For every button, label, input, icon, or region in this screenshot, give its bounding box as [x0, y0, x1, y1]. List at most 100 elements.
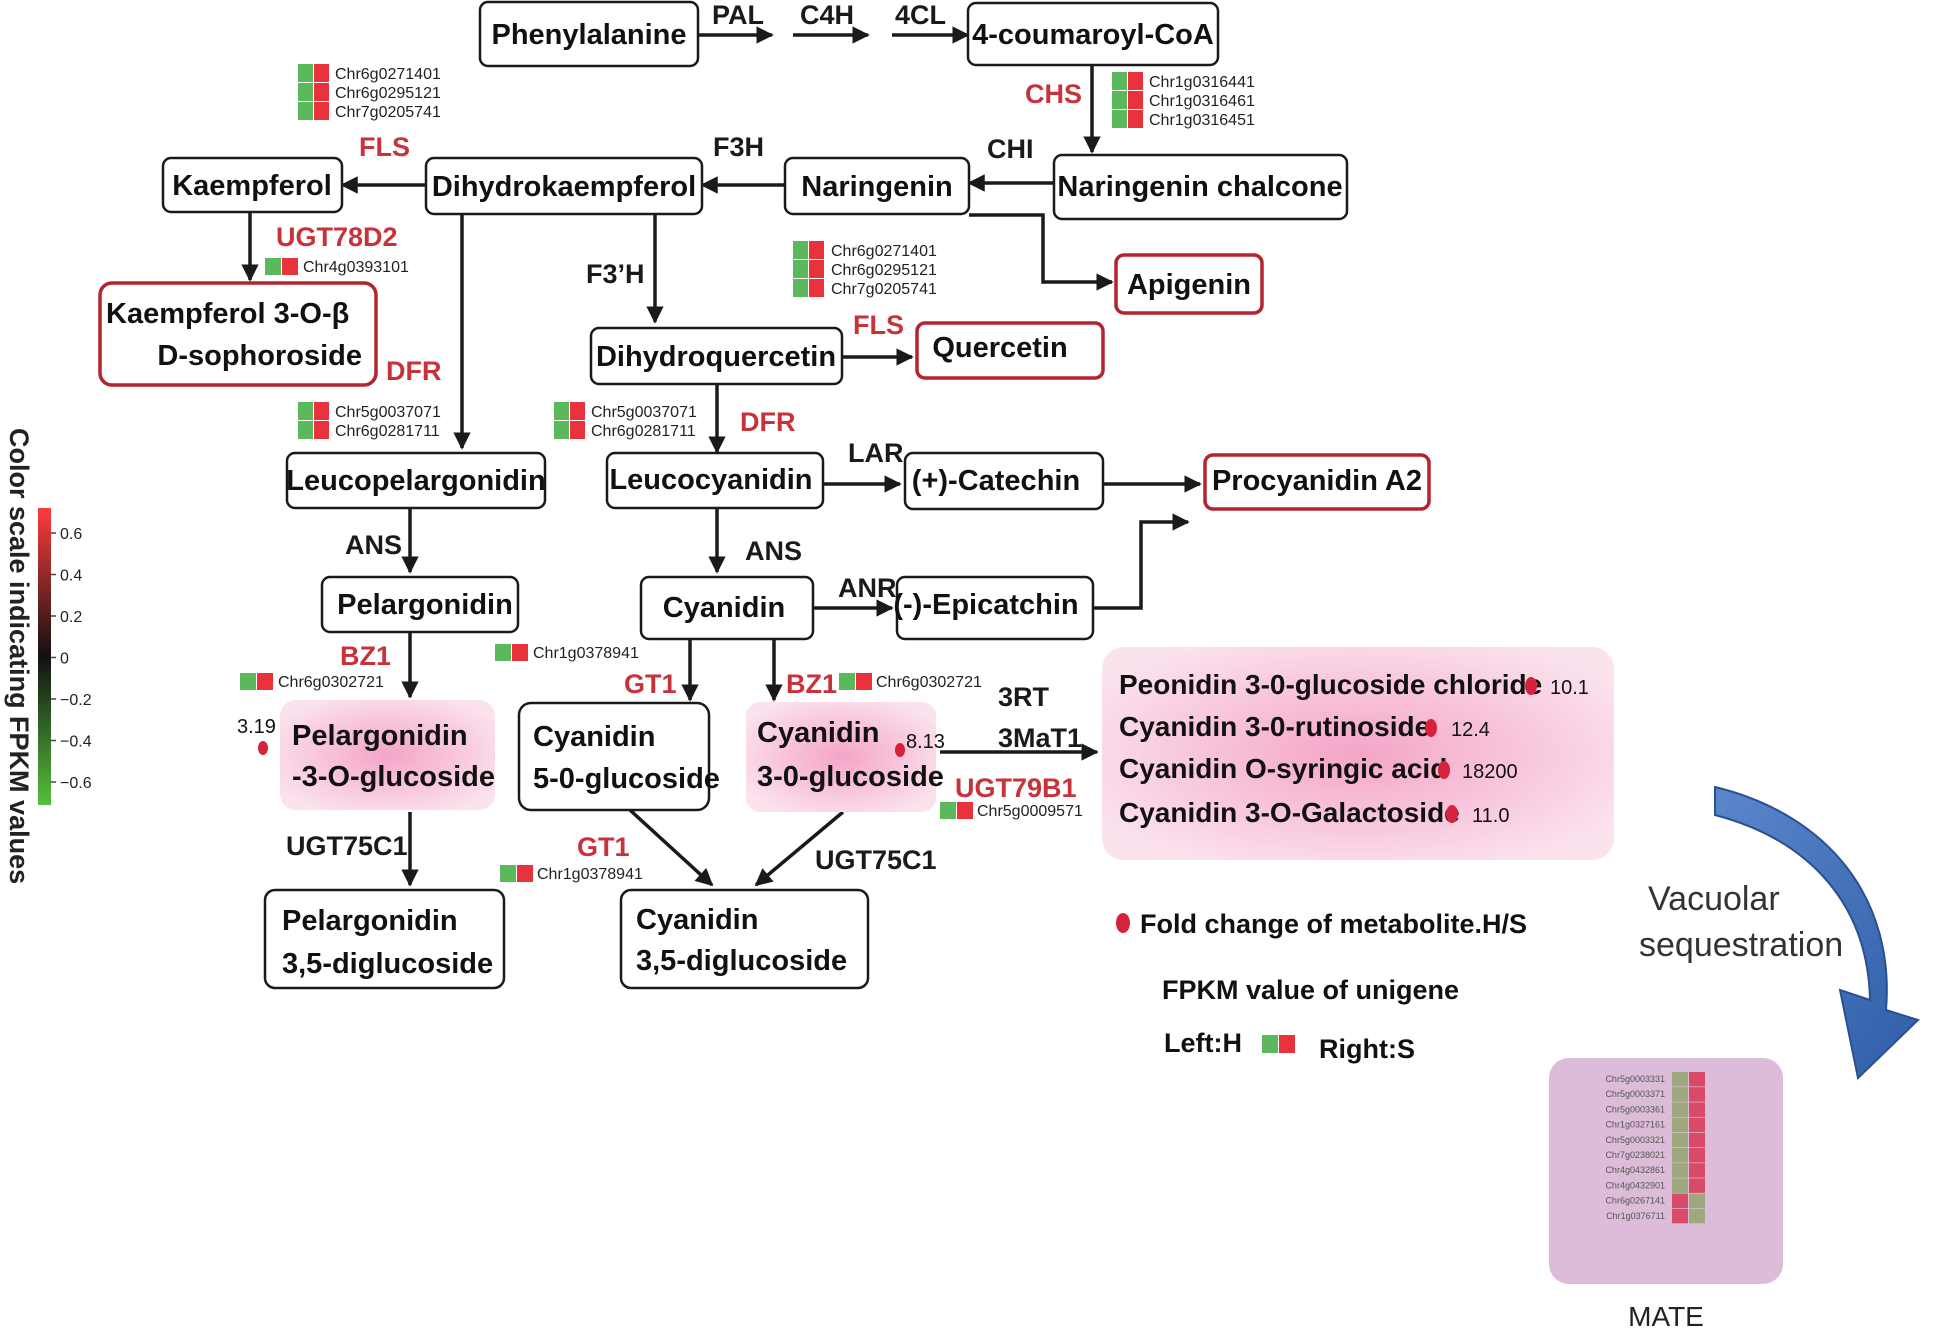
mate-cell-s [1689, 1208, 1705, 1224]
mate-gene-id: Chr7g0238021 [1605, 1150, 1665, 1160]
node-kaempferol-box [161, 156, 344, 214]
color-scale: Color scale indicating FPKM values 0.60.… [4, 428, 92, 884]
mate-cell-s [1689, 1087, 1705, 1102]
metabolite-fold-dot [1525, 677, 1537, 695]
node-catechin-box [903, 451, 1105, 511]
node-cy5og-box [517, 701, 711, 812]
enzyme-fls-mid: FLS [853, 310, 904, 340]
fpkm-cell-s [1128, 91, 1143, 109]
fpkm-cell-h [298, 64, 313, 82]
metabolite-fold-dot [1438, 761, 1450, 779]
gene-block-bz1-a: Chr6g0302721 [240, 673, 384, 691]
mate-cell-h [1672, 1148, 1688, 1163]
fpkm-cell-h [793, 241, 808, 259]
enzyme-ans-left: ANS [345, 530, 402, 560]
node-cy5og-line1: Cyanidin [533, 721, 655, 753]
enzyme-bz1-left: BZ1 [340, 641, 391, 671]
node-naringenin: Naringenin [801, 171, 952, 203]
mate-cell-h [1672, 1102, 1688, 1117]
metabolite-fold-value: 11.0 [1472, 805, 1509, 827]
gene-id: Chr1g0378941 [537, 866, 643, 883]
enzyme-c4h: C4H [800, 0, 854, 30]
mate-cell-s [1689, 1148, 1705, 1163]
mate-cell-s [1689, 1117, 1705, 1133]
gene-id: Chr6g0295121 [335, 85, 441, 102]
gene-id: Chr1g0316461 [1149, 93, 1255, 110]
fpkm-cell-s [570, 402, 585, 420]
mate-gene-id: Chr5g0003321 [1605, 1135, 1665, 1145]
mate-gene-id: Chr1g0376711 [1606, 1211, 1665, 1221]
color-scale-tick-label: −0.2 [60, 692, 92, 709]
mate-cell-h [1672, 1072, 1688, 1087]
node-coumaroyl: 4-coumaroyl-CoA [972, 19, 1214, 51]
node-cyanidin: Cyanidin [663, 592, 785, 624]
enzyme-ugt79b1: UGT79B1 [955, 773, 1077, 803]
mate-cell-s [1689, 1163, 1705, 1178]
edges [241, 26, 1202, 887]
fpkm-cell-h [793, 279, 808, 297]
gene-block-ugt79b1: Chr5g0009571 [940, 802, 1083, 820]
gene-id: Chr1g0378941 [533, 645, 639, 662]
vacuolar-line1: Vacuolar [1648, 880, 1780, 918]
fpkm-cell-s [314, 83, 329, 101]
fpkm-cell-h [1112, 72, 1127, 90]
node-pel3og-box [280, 700, 495, 810]
fpkm-cell-h [1112, 91, 1127, 109]
fpkm-cell-s [314, 421, 329, 439]
node-cy3og-line1: Cyanidin [757, 717, 879, 749]
gene-heatmaps: Chr6g0271401Chr6g0295121Chr7g0205741Chr1… [240, 64, 1255, 883]
enzyme-f3ph: F3’H [586, 259, 645, 289]
node-naringenin-chalcone: Naringenin chalcone [1057, 171, 1342, 203]
gene-id: Chr6g0302721 [278, 674, 384, 691]
node-kaempferol-soph-line1: Kaempferol 3-O-β [106, 298, 349, 330]
enzyme-chs: CHS [1025, 79, 1082, 109]
legend: Fold change of metabolite.H/S FPKM value… [1116, 909, 1527, 1064]
mate-heatmap: Chr5g0003331Chr5g0003371Chr5g0003361Chr1… [1605, 1072, 1705, 1224]
node-catechin: (+)-Catechin [912, 465, 1080, 497]
fpkm-cell-s [314, 402, 329, 420]
fpkm-cell-s [257, 673, 273, 690]
fold-values: 3.19 8.13 [237, 716, 945, 757]
mate-cell-s [1689, 1193, 1705, 1209]
fpkm-cell-h [500, 865, 516, 882]
mate-gene-id: Chr4g0432901 [1605, 1180, 1665, 1190]
enzyme-labels: PAL C4H 4CL CHS CHI F3H FLS UGT78D2 F3’H… [276, 0, 1082, 875]
mate-cell-h [1672, 1132, 1688, 1148]
node-epicatchin: (-)-Epicatchin [893, 589, 1078, 621]
color-scale-tick-label: 0 [60, 651, 69, 668]
node-apigenin: Apigenin [1127, 269, 1251, 301]
color-scale-tick-label: −0.4 [60, 734, 92, 751]
fpkm-cell-h [298, 83, 313, 101]
node-quercetin-box [915, 321, 1105, 380]
metabolite-fold-value: 12.4 [1451, 719, 1490, 741]
enzyme-anr: ANR [838, 573, 897, 603]
legend-s-cell [1279, 1035, 1295, 1053]
gene-id: Chr6g0295121 [831, 262, 937, 279]
enzyme-fls-top: FLS [359, 132, 410, 162]
edge-naringenin-apigenin [969, 213, 1114, 291]
metabolite-name: Peonidin 3-0-glucoside chloride [1119, 669, 1542, 700]
gene-id: Chr7g0205741 [831, 281, 937, 298]
fold-dot-cy3g [895, 743, 905, 757]
color-scale-tick-label: 0.6 [60, 526, 82, 543]
mate-cell-s [1689, 1072, 1705, 1087]
node-pelargonidin: Pelargonidin [337, 589, 513, 621]
enzyme-pal: PAL [712, 0, 764, 30]
fpkm-cell-s [314, 102, 329, 120]
node-cy5og-line2: 5-0-glucoside [533, 763, 720, 795]
mate-cell-h [1672, 1193, 1688, 1209]
color-scale-bar [38, 508, 51, 805]
node-pel3og-line2: -3-O-glucoside [292, 761, 495, 793]
node-apigenin-box [1114, 253, 1264, 315]
mate-gene-id: Chr5g0003361 [1605, 1104, 1665, 1114]
fpkm-cell-s [570, 421, 585, 439]
mate-gene-id: Chr4g0432861 [1605, 1165, 1665, 1175]
fpkm-cell-s [314, 64, 329, 82]
node-naringenin-box [783, 156, 971, 216]
node-leucopelargonidin-box [285, 451, 547, 510]
